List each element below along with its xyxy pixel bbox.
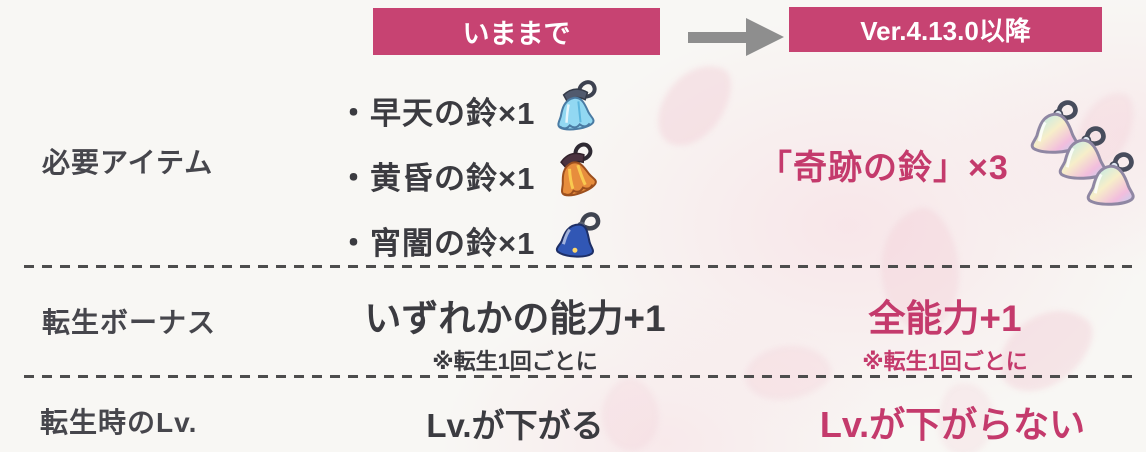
after-rebirth-bonus-cell: 全能力+1 ※転生1回ごとに [780,288,1110,376]
after-rebirth-bonus-note: ※転生1回ごとに [862,349,1028,374]
item-text-dawn-bell: ・早天の鈴×1 [338,96,536,131]
dashed-divider [24,375,1136,378]
arrow-shaft [688,32,748,43]
row-label-rebirth-level: 転生時のLv. [40,407,198,438]
dawn-bell-icon [545,77,601,144]
after-rebirth-level-main: Lv.が下がらない [819,404,1086,445]
after-rebirth-bonus-main: 全能力+1 [868,298,1022,339]
before-rebirth-level-main: Lv.が下がる [426,407,604,444]
row-label-rebirth-bonus: 転生ボーナス [42,307,217,338]
right-arrow-icon [688,17,785,57]
dashed-divider [24,265,1136,268]
dusk-bell-icon [545,142,601,209]
before-rebirth-bonus-main: いずれかの能力+1 [364,298,666,339]
list-item: ・宵闇の鈴×1 [338,208,601,273]
petal-decoration [647,51,741,159]
list-item: ・黄昏の鈴×1 [338,142,601,209]
row-label-required-items: 必要アイテム [42,147,214,178]
night-bell-icon [545,207,601,274]
before-rebirth-bonus-cell: いずれかの能力+1 ※転生1回ごとに [350,288,680,376]
before-rebirth-level-cell: Lv.が下がる [350,399,680,447]
after-column-header: Ver.4.13.0以降 [789,7,1102,52]
before-column-header: いままで [373,8,660,55]
before-rebirth-bonus-note: ※転生1回ごとに [432,349,598,374]
list-item: ・早天の鈴×1 [338,78,601,143]
item-text-dusk-bell: ・黄昏の鈴×1 [338,161,536,196]
miracle-bells-icon [1022,96,1140,219]
item-text-night-bell: ・宵闇の鈴×1 [338,226,536,261]
after-required-item-text: 「奇跡の鈴」×3 [758,149,1009,187]
arrow-head [746,18,784,56]
after-rebirth-level-cell: Lv.が下がらない [780,396,1125,448]
before-item-list: ・早天の鈴×1 ・黄昏の鈴×1 [338,78,601,273]
